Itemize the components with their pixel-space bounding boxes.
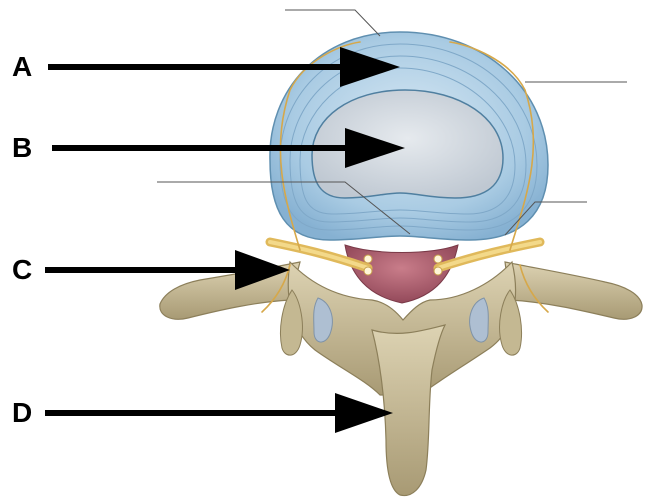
nerve-root-left-lower	[364, 267, 372, 275]
label-c: C	[12, 256, 32, 284]
nerve-root-right-lower	[434, 267, 442, 275]
arrow-a	[48, 47, 400, 87]
nerve-root-right-upper	[434, 255, 442, 263]
transverse-process-right	[505, 262, 642, 319]
label-b: B	[12, 134, 32, 162]
arrow-b	[52, 128, 405, 168]
label-d: D	[12, 399, 32, 427]
label-a: A	[12, 53, 32, 81]
nerve-root-left-upper	[364, 255, 372, 263]
arrow-d	[45, 393, 393, 433]
leader-line-top	[285, 10, 380, 36]
